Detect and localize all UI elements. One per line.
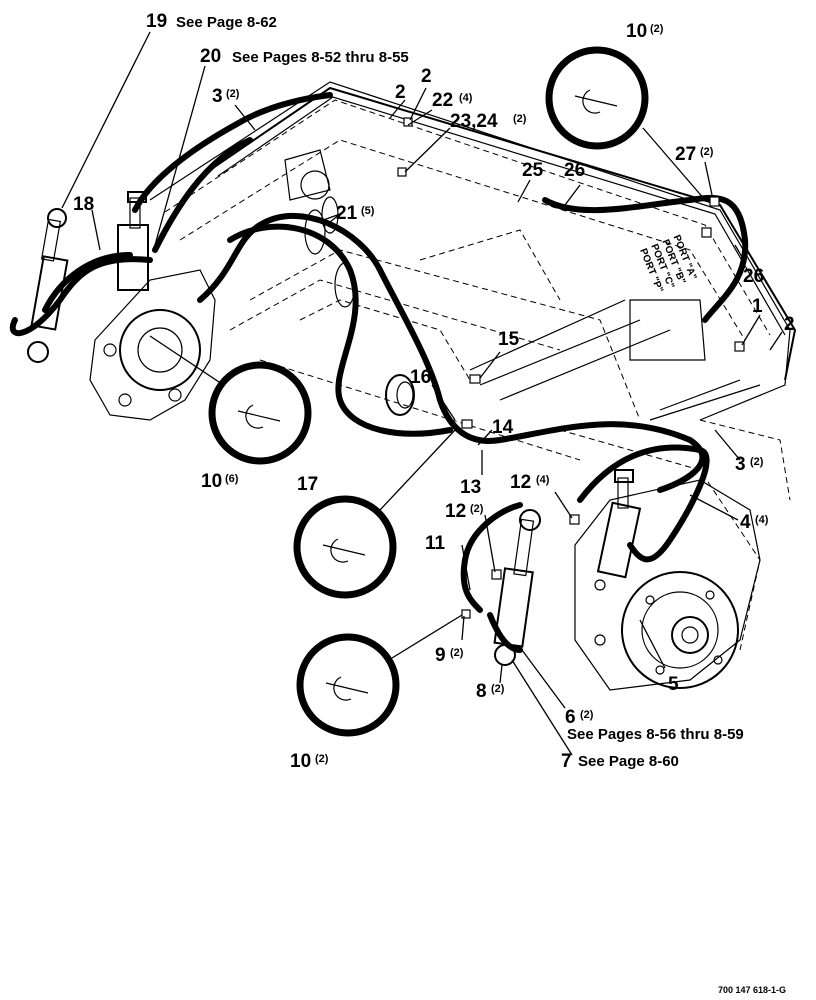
frame-outline (149, 81, 791, 651)
callout-12-mid: 12 (445, 501, 466, 522)
right-motor-gearbox (574, 479, 761, 691)
callout-21-qty: (5) (361, 205, 375, 217)
callout-10-bottom-qty: (2) (315, 753, 329, 765)
callout-8: 8 (476, 681, 487, 702)
left-motor-housing (89, 269, 216, 421)
callout-12-mid-qty: (2) (470, 503, 484, 515)
callout-7-note: See Page 8-60 (578, 753, 679, 770)
callout-8-qty: (2) (491, 683, 505, 695)
cylinder-20 (117, 191, 149, 291)
callout-13: 13 (460, 477, 481, 498)
callout-16: 16 (410, 367, 431, 388)
leader-lines (61, 31, 783, 756)
detail-circle-17 (293, 429, 456, 599)
callout-9-qty: (2) (450, 647, 464, 659)
callout-22-qty: (4) (459, 92, 473, 104)
callout-26-right: 26 (743, 266, 764, 287)
callout-22: 22 (432, 90, 453, 111)
callout-2-a: 2 (395, 82, 406, 103)
callout-6: 6 (565, 707, 576, 728)
callout-15: 15 (498, 329, 520, 350)
callout-3-top: 3 (212, 86, 223, 107)
callout-23-24-qty: (2) (513, 113, 527, 125)
callout-11: 11 (425, 533, 446, 554)
callout-20-note: See Pages 8-52 thru 8-55 (232, 49, 409, 66)
left-cylinder (27, 208, 69, 363)
callout-2-c: 2 (784, 314, 795, 335)
callout-4-qty: (4) (755, 514, 769, 526)
callout-20: 20 (200, 46, 221, 67)
callout-3-right-qty: (2) (750, 456, 764, 468)
callout-labels: 19 See Page 8-62 20 See Pages 8-52 thru … (73, 11, 795, 772)
port-labels: PORT "P" PORT "C" PORT "B" PORT "A" (637, 234, 698, 295)
cylinder-5 (596, 469, 642, 579)
steel-tubes (209, 86, 797, 421)
callout-10-bottom: 10 (290, 751, 311, 772)
callout-7: 7 (561, 751, 572, 772)
callout-2-b: 2 (421, 66, 432, 87)
callout-3-right: 3 (735, 454, 746, 475)
callout-6-note: See Pages 8-56 thru 8-59 (567, 726, 744, 743)
fittings (397, 117, 745, 619)
detail-circle-top (545, 46, 706, 201)
callout-18: 18 (73, 194, 94, 215)
hose-clamps (304, 196, 356, 308)
callout-10-left-qty: (6) (225, 473, 239, 485)
callout-25: 25 (522, 160, 544, 181)
detail-circle-left (149, 335, 312, 465)
callout-6-qty: (2) (580, 709, 594, 721)
callout-27-qty: (2) (700, 146, 714, 158)
callout-21: 21 (336, 203, 358, 224)
callout-10-top: 10 (626, 21, 647, 42)
callout-3-top-qty: (2) (226, 88, 240, 100)
callout-10-left: 10 (201, 471, 222, 492)
callout-14: 14 (492, 417, 514, 438)
callout-26-top: 26 (564, 160, 585, 181)
right-cylinder (493, 509, 541, 666)
callout-4: 4 (740, 512, 751, 533)
callout-5: 5 (668, 674, 679, 695)
callout-19-note: See Page 8-62 (176, 14, 277, 31)
center-motor (284, 149, 415, 416)
callout-12-top: 12 (510, 472, 531, 493)
callout-27: 27 (675, 144, 696, 165)
callout-9: 9 (435, 645, 446, 666)
callout-17: 17 (297, 474, 318, 495)
figure-id: 700 147 618-1-G (718, 985, 786, 995)
callout-23-24: 23,24 (450, 111, 498, 132)
callout-10-top-qty: (2) (650, 23, 664, 35)
detail-circle-bottom (296, 614, 463, 737)
callout-12-top-qty: (4) (536, 474, 550, 486)
callout-1: 1 (752, 296, 763, 317)
callout-19: 19 (146, 11, 167, 32)
